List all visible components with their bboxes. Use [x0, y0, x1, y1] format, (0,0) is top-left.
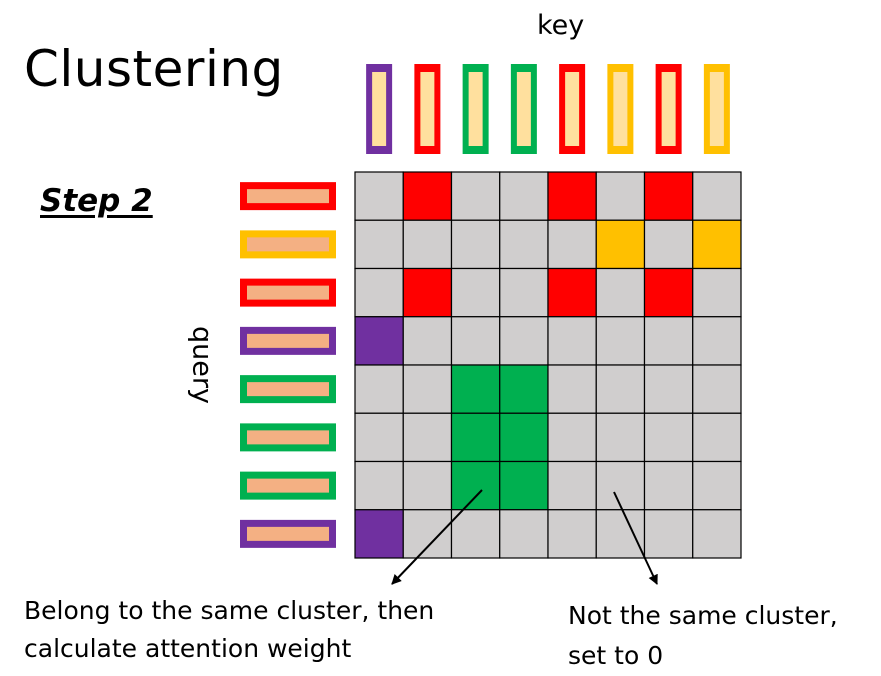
matrix-cell-r5-c1 — [354, 364, 404, 414]
query-vector-2-inner — [247, 237, 329, 252]
matrix-cell-r5-c7 — [643, 364, 694, 414]
matrix-cell-r8-c5 — [547, 509, 597, 559]
key-vector-2-inner — [420, 72, 435, 146]
matrix-cell-r3-c8 — [692, 267, 742, 318]
attention-matrix — [354, 171, 742, 559]
matrix-cell-r6-c1 — [354, 412, 404, 463]
matrix-cell-r3-c1 — [354, 267, 404, 318]
matrix-cell-r7-c8 — [692, 460, 742, 511]
query-vectors — [240, 182, 336, 548]
matrix-cell-r4-c8 — [692, 316, 742, 366]
matrix-cell-r7-c5 — [547, 460, 597, 511]
key-vectors — [366, 64, 730, 154]
query-vector-3-inner — [247, 285, 329, 300]
matrix-cell-r3-c6 — [595, 267, 646, 318]
matrix-cell-r3-c4 — [499, 267, 549, 318]
matrix-cell-r5-c4 — [499, 364, 549, 414]
matrix-cell-r3-c2 — [402, 267, 453, 318]
matrix-cell-r8-c1 — [354, 509, 404, 559]
matrix-cell-r8-c6 — [595, 509, 646, 559]
arrow-different-cluster — [613, 491, 658, 585]
matrix-cell-r8-c4 — [499, 509, 549, 559]
matrix-cell-r5-c5 — [547, 364, 597, 414]
matrix-cell-r1-c2 — [402, 171, 453, 221]
query-vector-8-inner — [247, 526, 329, 541]
matrix-cell-r5-c3 — [450, 364, 501, 414]
key-vector-6-inner — [613, 72, 628, 146]
matrix-cell-r4-c1 — [354, 316, 404, 366]
matrix-cell-r1-c4 — [499, 171, 549, 221]
matrix-cell-r2-c4 — [499, 219, 549, 270]
key-axis-label: key — [537, 10, 585, 41]
matrix-cell-r7-c1 — [354, 460, 404, 511]
matrix-cell-r1-c8 — [692, 171, 742, 221]
matrix-cell-r4-c2 — [402, 316, 453, 366]
query-vector-7-inner — [247, 478, 329, 493]
matrix-cell-r7-c6 — [595, 460, 646, 511]
matrix-cell-r2-c3 — [450, 219, 501, 270]
key-vector-4-inner — [516, 72, 531, 146]
matrix-cell-r6-c6 — [595, 412, 646, 463]
matrix-cell-r4-c6 — [595, 316, 646, 366]
matrix-cell-r2-c5 — [547, 219, 597, 270]
matrix-cell-r4-c4 — [499, 316, 549, 366]
matrix-cell-r1-c6 — [595, 171, 646, 221]
query-vector-5-inner — [247, 382, 329, 397]
matrix-cell-r8-c7 — [643, 509, 694, 559]
matrix-cell-r2-c2 — [402, 219, 453, 270]
note-same-line2: calculate attention weight — [24, 634, 352, 663]
query-vector-6-inner — [247, 430, 329, 445]
matrix-cell-r2-c8 — [692, 219, 742, 270]
slide-title: Clustering — [24, 40, 284, 98]
matrix-cell-r7-c2 — [402, 460, 453, 511]
matrix-cell-r6-c3 — [450, 412, 501, 463]
matrix-cell-r4-c7 — [643, 316, 694, 366]
matrix-cell-r8-c8 — [692, 509, 742, 559]
matrix-cell-r3-c5 — [547, 267, 597, 318]
matrix-cell-r8-c2 — [402, 509, 453, 559]
arrow-same-cluster — [391, 489, 483, 585]
matrix-cell-r2-c6 — [595, 219, 646, 270]
step-label: Step 2 — [40, 183, 153, 219]
matrix-cell-r3-c7 — [643, 267, 694, 318]
note-same-cluster: Belong to the same cluster, then calcula… — [24, 592, 434, 668]
matrix-cell-r7-c4 — [499, 460, 549, 511]
note-diff-line1: Not the same cluster, — [568, 601, 838, 630]
matrix-cell-r2-c1 — [354, 219, 404, 270]
key-vector-7-inner — [661, 72, 676, 146]
key-vector-3-inner — [468, 72, 483, 146]
note-same-line1: Belong to the same cluster, then — [24, 596, 435, 625]
query-vector-1-inner — [247, 189, 329, 204]
matrix-cell-r5-c2 — [402, 364, 453, 414]
matrix-cell-r1-c5 — [547, 171, 597, 221]
note-diff-line2: set to 0 — [568, 641, 664, 670]
key-vector-1-inner — [372, 72, 387, 146]
matrix-cell-r1-c1 — [354, 171, 404, 221]
matrix-cell-r7-c7 — [643, 460, 694, 511]
matrix-cell-r7-c3 — [450, 460, 501, 511]
matrix-cell-r6-c7 — [643, 412, 694, 463]
query-vector-4-inner — [247, 333, 329, 348]
matrix-cell-r2-c7 — [643, 219, 694, 270]
matrix-cell-r6-c4 — [499, 412, 549, 463]
matrix-cell-r1-c3 — [450, 171, 501, 221]
matrix-cell-r6-c8 — [692, 412, 742, 463]
key-vector-5-inner — [565, 72, 580, 146]
matrix-cell-r4-c3 — [450, 316, 501, 366]
matrix-cell-r6-c2 — [402, 412, 453, 463]
matrix-cell-r8-c3 — [450, 509, 501, 559]
matrix-cell-r4-c5 — [547, 316, 597, 366]
matrix-cell-r6-c5 — [547, 412, 597, 463]
matrix-cell-r3-c3 — [450, 267, 501, 318]
matrix-cell-r1-c7 — [643, 171, 694, 221]
key-vector-8-inner — [709, 72, 724, 146]
matrix-cell-r5-c8 — [692, 364, 742, 414]
note-different-cluster: Not the same cluster, set to 0 — [568, 596, 838, 676]
matrix-cell-r5-c6 — [595, 364, 646, 414]
